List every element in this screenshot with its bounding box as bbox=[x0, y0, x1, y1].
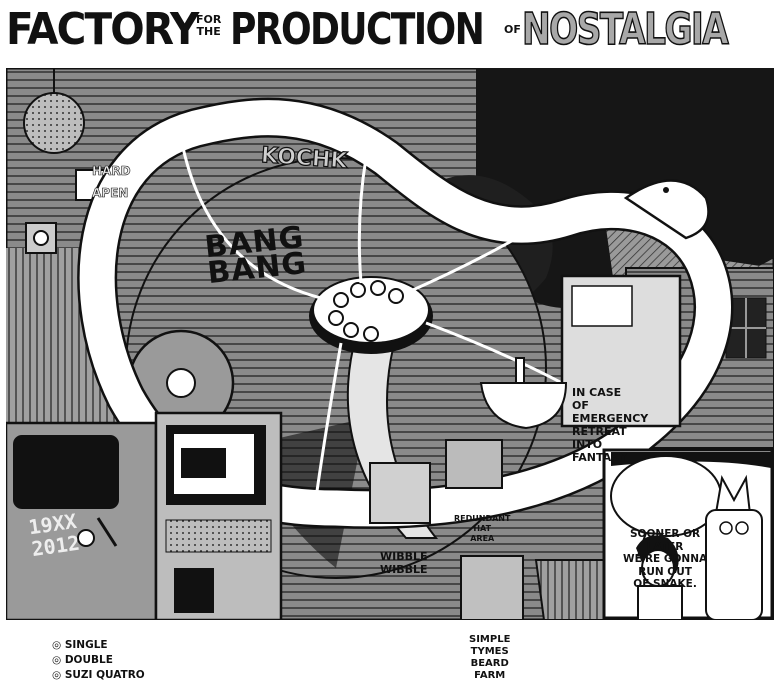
beard-farm-sign bbox=[460, 555, 524, 620]
title-small-of: OF bbox=[504, 23, 521, 36]
character-woman bbox=[636, 535, 683, 620]
dial-wires bbox=[179, 137, 632, 499]
wibble-sign-text: WIBBLE WIBBLE bbox=[380, 550, 428, 576]
hat-area-sign bbox=[445, 439, 503, 489]
bang-sound: BANG BANG bbox=[203, 220, 309, 291]
title-word-nostalgia: NOSTALGIA bbox=[521, 3, 729, 56]
arcade-options: SINGLE DOUBLE SUZI QUATRO bbox=[52, 638, 145, 683]
comic-title: FACTORY FOR THE PRODUCTION OF NOSTALGIA bbox=[0, 0, 780, 64]
hard-sign-text: HARD APEN bbox=[92, 164, 131, 201]
disco-ball bbox=[23, 92, 85, 154]
computer-terminal bbox=[154, 411, 283, 620]
sink bbox=[479, 357, 568, 430]
option-single: SINGLE bbox=[52, 638, 145, 653]
snake-eye bbox=[663, 187, 669, 193]
wibble-sign bbox=[369, 462, 431, 524]
title-word-factory: FACTORY bbox=[6, 4, 199, 55]
comic-panel: BANG BANG KOCHK HARD APEN 19XX 2012 SING… bbox=[6, 68, 774, 681]
phone-stand bbox=[346, 335, 439, 539]
barrel bbox=[534, 559, 613, 620]
arcade-cabinet bbox=[6, 421, 158, 620]
emergency-glass bbox=[571, 285, 633, 327]
title-small-for: FOR bbox=[196, 13, 222, 26]
speech-bubble-text: SOONER OR LATER WE'RE GONNA RUN OUT OF S… bbox=[623, 528, 708, 590]
title-word-production: PRODUCTION bbox=[230, 4, 485, 55]
hat-area-sign-text: REDUNDANT HAT AREA bbox=[454, 514, 511, 543]
character-cat bbox=[705, 474, 763, 620]
panel-illustration bbox=[6, 68, 774, 620]
snake-head bbox=[623, 179, 710, 240]
emergency-sign-text: IN CASE OF EMERGENCY RETREAT INTO FANTAS… bbox=[572, 386, 649, 464]
kochk-sound: KOCHK bbox=[260, 142, 349, 174]
option-double: DOUBLE bbox=[52, 653, 145, 668]
arcade-screen-text: 19XX 2012 bbox=[27, 508, 82, 562]
rotary-dial bbox=[309, 276, 433, 354]
option-suzi-quatro: SUZI QUATRO bbox=[52, 668, 145, 683]
beard-farm-sign-text: SIMPLE TYMES BEARD FARM bbox=[469, 634, 511, 681]
bang-text: BANG BANG bbox=[203, 219, 309, 292]
title-small-for-the: FOR THE bbox=[196, 14, 221, 38]
title-small-the: THE bbox=[196, 25, 221, 38]
speech-bubble bbox=[610, 455, 722, 537]
